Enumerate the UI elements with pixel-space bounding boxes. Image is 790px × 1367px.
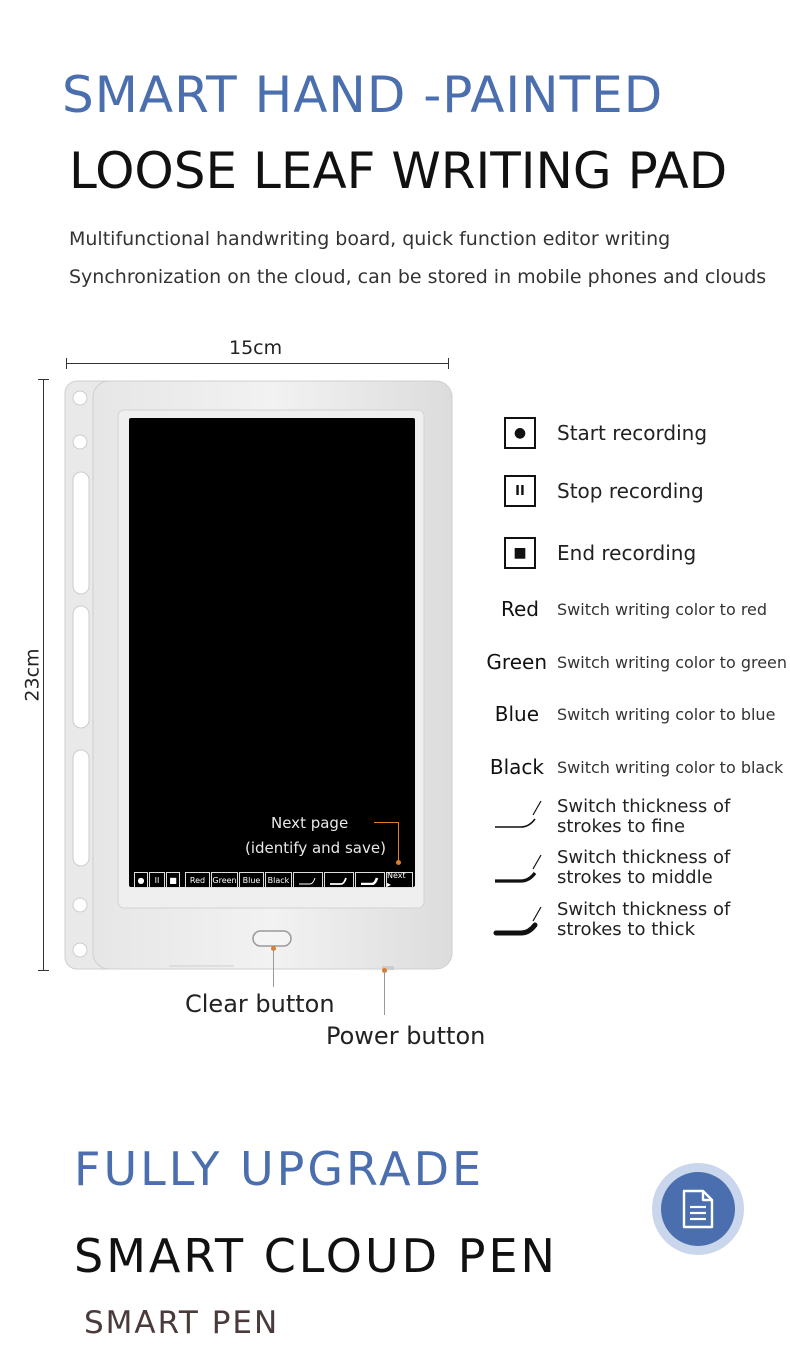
clear-button-leader bbox=[273, 949, 274, 987]
stroke-thick-icon bbox=[493, 906, 542, 936]
width-tick-left bbox=[66, 358, 67, 369]
document-badge bbox=[652, 1163, 744, 1255]
height-tick-top bbox=[38, 379, 49, 380]
stroke-middle-icon bbox=[495, 854, 542, 883]
color-black-button[interactable]: Black bbox=[265, 872, 292, 888]
stroke-fine-button[interactable] bbox=[293, 872, 323, 888]
description-line1: Multifunctional handwriting board, quick… bbox=[69, 228, 671, 250]
next-page-button[interactable]: Next ▸ bbox=[386, 871, 413, 889]
stroke-thick-button[interactable] bbox=[355, 872, 385, 888]
record-stop-button[interactable]: ■ bbox=[166, 872, 180, 888]
legend-stop-label: End recording bbox=[557, 541, 697, 565]
callout-leader-vertical bbox=[398, 822, 399, 861]
height-label: 23cm bbox=[21, 648, 44, 702]
screen-toolbar: ● II ■ Red Green Blue Black Next ▸ bbox=[134, 871, 413, 889]
clear-button-label: Clear button bbox=[185, 990, 335, 1018]
description-line2: Synchronization on the cloud, can be sto… bbox=[69, 266, 767, 288]
record-pause-button[interactable]: II bbox=[149, 872, 165, 888]
legend-stroke-thick-line1: Switch thickness of bbox=[557, 899, 731, 920]
next-page-callout-line2: (identify and save) bbox=[245, 839, 386, 857]
stroke-fine-icon bbox=[495, 800, 542, 828]
callout-leader bbox=[374, 822, 398, 823]
legend-color-desc-black: Switch writing color to black bbox=[557, 758, 784, 777]
document-badge-inner bbox=[661, 1172, 735, 1246]
power-button-label: Power button bbox=[326, 1022, 486, 1050]
upgrade-subtitle: SMART CLOUD PEN bbox=[74, 1229, 558, 1283]
next-page-callout-line1: Next page bbox=[271, 814, 349, 832]
legend-color-desc-blue: Switch writing color to blue bbox=[557, 705, 776, 724]
power-button-leader bbox=[384, 971, 385, 1015]
device-screen[interactable]: Next page (identify and save) ● II ■ Red… bbox=[129, 418, 415, 889]
stroke-middle-button[interactable] bbox=[324, 872, 354, 888]
legend-record-label: Start recording bbox=[557, 421, 708, 445]
page-title-line2: LOOSE LEAF WRITING PAD bbox=[69, 142, 728, 200]
color-blue-button[interactable]: Blue bbox=[239, 872, 264, 888]
callout-dot bbox=[396, 860, 401, 865]
stroke-fine-icon bbox=[299, 877, 316, 885]
stroke-thick-icon bbox=[361, 877, 379, 885]
width-tick-right bbox=[448, 358, 449, 369]
document-icon bbox=[682, 1189, 714, 1229]
upgrade-title: FULLY UPGRADE bbox=[74, 1142, 485, 1196]
legend-color-word-black: Black bbox=[489, 755, 544, 779]
legend-pause-label: Stop recording bbox=[557, 479, 704, 503]
height-dimension-line bbox=[43, 379, 44, 971]
legend-color-word-red: Red bbox=[501, 597, 539, 621]
legend-color-desc-red: Switch writing color to red bbox=[557, 600, 768, 619]
legend-stroke-middle-line1: Switch thickness of bbox=[557, 847, 731, 868]
record-start-button[interactable]: ● bbox=[134, 872, 148, 888]
legend-pause-icon: II bbox=[504, 475, 536, 507]
power-button-dot bbox=[382, 968, 387, 973]
writing-pad-device: Next page (identify and save) ● II ■ Red… bbox=[64, 380, 454, 970]
legend-record-icon: ● bbox=[504, 417, 536, 449]
height-tick-bottom bbox=[38, 970, 49, 971]
legend-stroke-fine-line2: strokes to fine bbox=[557, 816, 686, 837]
legend-stop-icon: ■ bbox=[504, 537, 536, 569]
page-title-line1: SMART HAND -PAINTED bbox=[62, 66, 664, 124]
width-dimension-line bbox=[66, 363, 449, 364]
color-green-button[interactable]: Green bbox=[211, 872, 238, 888]
upgrade-tagline: SMART PEN bbox=[84, 1305, 280, 1341]
legend-stroke-middle-line2: strokes to middle bbox=[557, 867, 713, 888]
legend-stroke-fine-line1: Switch thickness of bbox=[557, 796, 731, 817]
width-label: 15cm bbox=[229, 337, 283, 359]
clear-button-dot bbox=[271, 946, 276, 951]
legend-stroke-thick-line2: strokes to thick bbox=[557, 919, 695, 940]
legend-color-word-green: Green bbox=[486, 650, 547, 674]
stroke-middle-icon bbox=[330, 877, 347, 885]
legend-color-desc-green: Switch writing color to green bbox=[557, 653, 788, 672]
legend-color-word-blue: Blue bbox=[494, 702, 539, 726]
color-red-button[interactable]: Red bbox=[185, 872, 210, 888]
